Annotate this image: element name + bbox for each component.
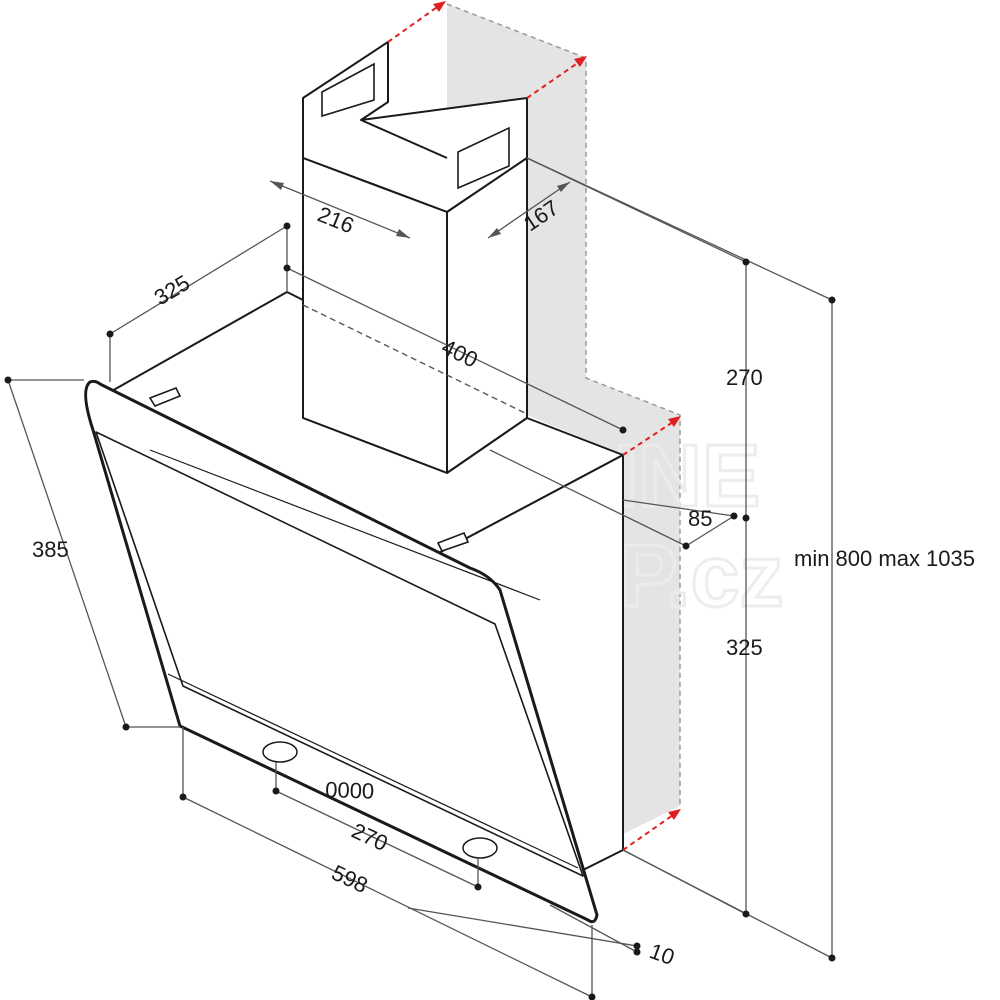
dim-dot — [588, 993, 596, 1000]
arrow-216-right — [396, 229, 410, 238]
clip-left — [148, 386, 182, 407]
label-hood-width: 598 — [328, 860, 372, 898]
arrow-167-left — [488, 228, 501, 238]
label-total-height: min 800 max 1035 — [794, 546, 975, 571]
control-left-icon — [262, 741, 298, 763]
dimension-lines — [7, 157, 833, 998]
glass-inner-frame — [95, 431, 584, 877]
dim-dot — [122, 723, 130, 731]
chimney-vents — [321, 62, 510, 190]
mount-clips — [148, 386, 470, 552]
dim-dot — [828, 954, 836, 962]
dim-total-bottom-ext — [622, 849, 833, 959]
red-arrow-2-line — [526, 59, 583, 99]
red-arrow-1-line — [387, 4, 441, 43]
wall-outline — [446, 3, 681, 806]
dim-167-line — [487, 181, 571, 239]
dim-dot — [730, 512, 738, 520]
vent-left — [321, 62, 375, 118]
red-arrow-4-line — [622, 812, 677, 851]
glass-top-band — [149, 449, 541, 601]
clip-right — [436, 531, 470, 552]
label-hood-depth: 325 — [150, 270, 194, 310]
dim-dot — [633, 948, 641, 956]
dimension-arrows — [270, 181, 570, 238]
dim-dot — [633, 942, 641, 950]
label-upper-height: 270 — [726, 365, 763, 390]
label-glass-thickness: 10 — [646, 938, 678, 970]
dim-dot — [742, 514, 750, 522]
install-arrowheads — [433, 1, 681, 820]
control-right-icon — [462, 837, 498, 859]
red-arrowhead-3 — [668, 416, 681, 427]
dim-dot — [742, 910, 750, 918]
dim-400-hidden — [302, 304, 528, 415]
display-readout: 0000 — [325, 777, 375, 804]
label-wall-offset: 85 — [688, 506, 712, 531]
dim-dot — [619, 426, 627, 434]
dim-10-ext2 — [549, 904, 638, 953]
dim-85-ext1 — [622, 499, 735, 517]
red-arrowhead-2 — [574, 56, 587, 67]
dim-dot — [682, 542, 690, 550]
dim-dot — [106, 330, 114, 338]
dim-total-ext — [526, 157, 833, 301]
dim-dot — [272, 787, 280, 795]
dim-85-line — [685, 515, 735, 547]
dim-598-line — [182, 796, 593, 998]
dim-dot — [742, 258, 750, 266]
dim-325-top-line — [109, 225, 288, 335]
dim-dot — [474, 883, 482, 891]
dim-10-ext1 — [407, 907, 638, 947]
dim-385-line — [7, 379, 127, 728]
glass-lower-band — [167, 673, 579, 869]
glass-panel — [84, 379, 599, 924]
red-arrowhead-1 — [433, 1, 446, 12]
red-arrowhead-4 — [668, 809, 681, 820]
controls — [262, 741, 498, 859]
dim-dot — [4, 376, 12, 384]
glass-outer — [84, 379, 599, 924]
dim-dot — [283, 222, 291, 230]
dim-dot — [283, 264, 291, 272]
dim-270-bottom-line — [275, 790, 479, 888]
dim-85-ext2 — [489, 449, 687, 547]
dimension-dots — [4, 222, 836, 1000]
dim-216-line — [269, 180, 411, 239]
label-lower-height: 325 — [726, 635, 763, 660]
arrow-216-left — [270, 181, 284, 190]
install-arrows — [387, 4, 677, 851]
label-glass-height: 385 — [32, 537, 69, 562]
arrow-167-right — [557, 182, 570, 192]
chimney-inner-top — [360, 119, 448, 159]
red-arrow-3-line — [622, 419, 677, 456]
dim-dot — [828, 296, 836, 304]
dim-dot — [179, 793, 187, 801]
dim-400-line — [286, 267, 624, 431]
vent-right — [457, 126, 510, 190]
wall-shade — [447, 4, 680, 834]
